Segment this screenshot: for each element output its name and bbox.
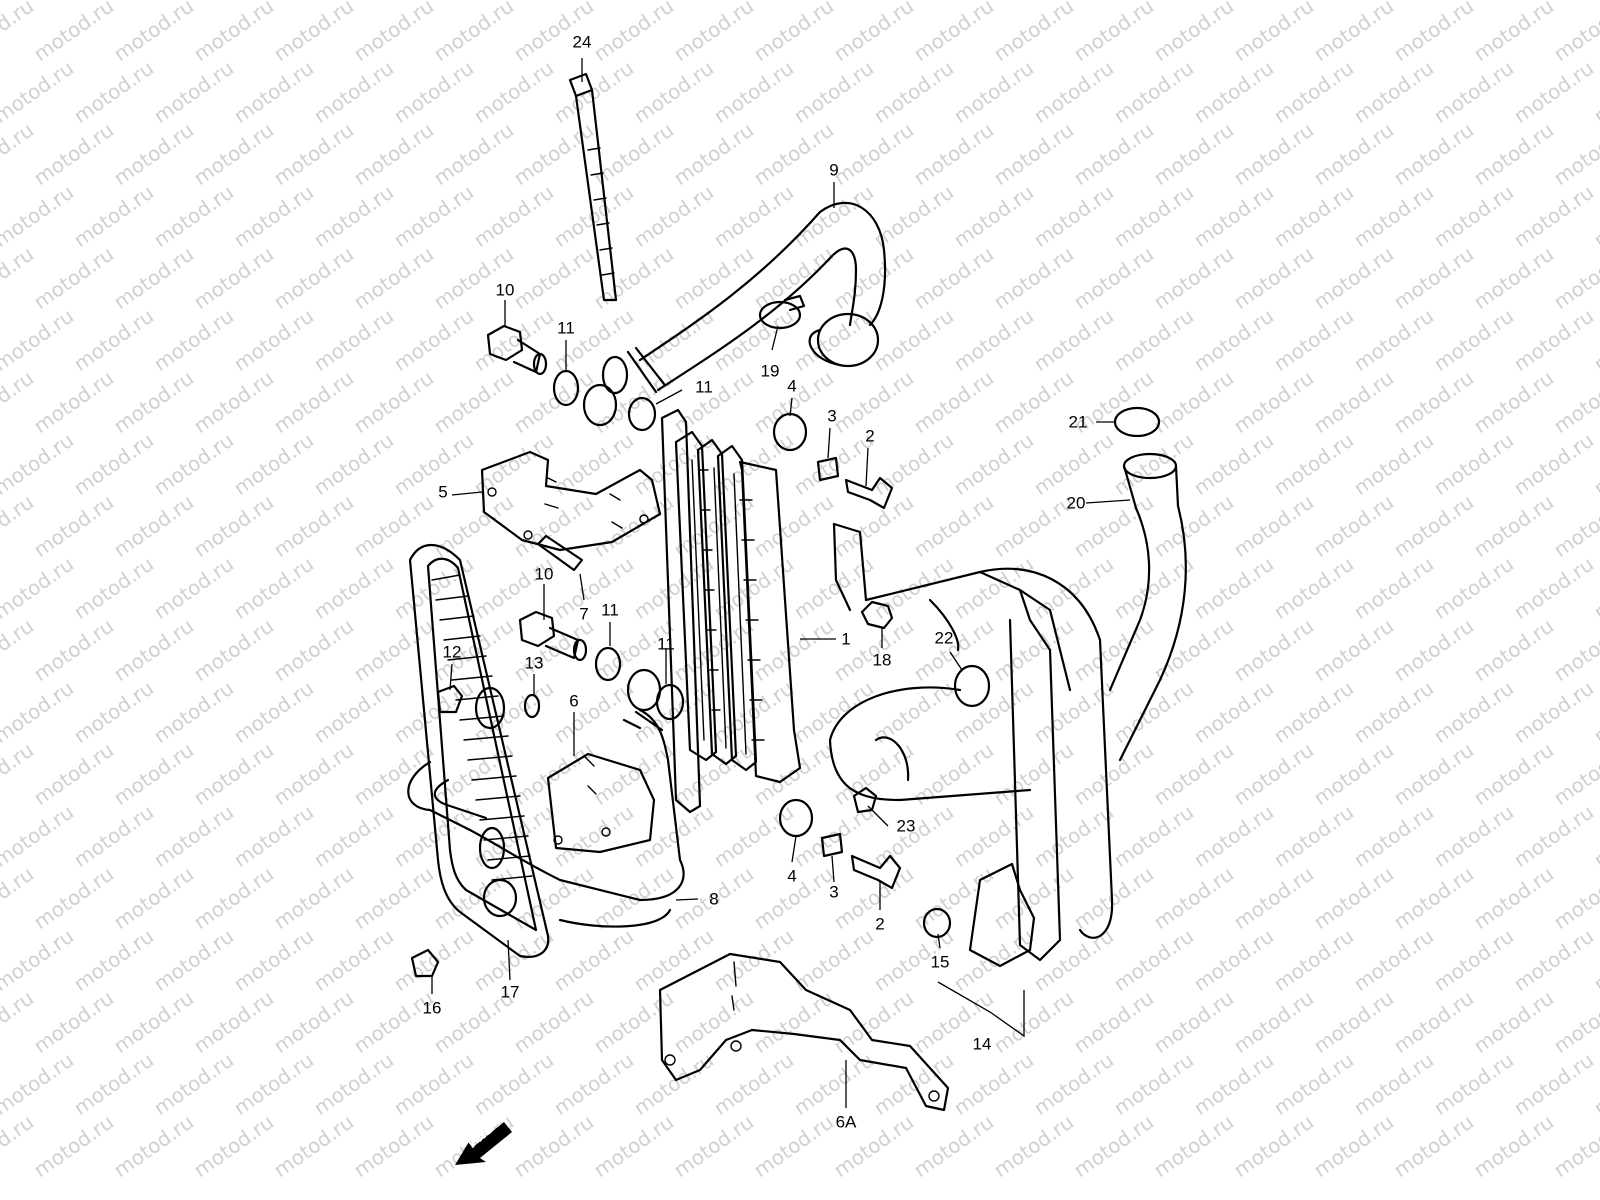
callout-21: 21 [1068, 412, 1088, 432]
leader-lines [431, 58, 1131, 1108]
part-frame-pipe [832, 522, 1114, 962]
arrow-left-down-icon [455, 1122, 512, 1165]
part-bracket-upper [480, 450, 662, 552]
callout-5: 5 [438, 482, 448, 502]
callout-12: 12 [442, 642, 462, 662]
callout-9: 9 [829, 160, 839, 180]
part-grommet-15 [922, 907, 952, 939]
part-screw [536, 534, 584, 572]
part-banjo-lower [626, 668, 662, 712]
callout-11-lower-b: 11 [657, 634, 675, 654]
callout-19: 19 [760, 361, 780, 381]
callout-24: 24 [572, 32, 592, 52]
part-bracket-6a [658, 952, 950, 1112]
part-bolt-12 [436, 684, 464, 714]
part-union-bolt-upper [486, 324, 548, 376]
callout-15: 15 [930, 952, 950, 972]
part-cooler-guard [408, 544, 550, 958]
callout-14: 14 [972, 1034, 992, 1054]
callout-2-lower: 2 [875, 914, 885, 934]
part-hose-clamp [758, 294, 806, 330]
part-o-ring [1113, 406, 1161, 438]
callout-3-upper: 3 [827, 406, 837, 426]
part-banjo-upper [582, 383, 618, 427]
callout-2-upper: 2 [865, 426, 875, 446]
part-outlet-pipe [1108, 452, 1187, 762]
callout-6: 6 [569, 691, 579, 711]
callout-16: 16 [422, 998, 442, 1018]
part-upper-oil-hose [601, 201, 887, 395]
callout-7: 7 [579, 604, 589, 624]
callout-23: 23 [896, 816, 916, 836]
callout-11-upper-b: 11 [695, 377, 713, 397]
callout-17: 17 [500, 982, 520, 1002]
callout-4-upper: 4 [787, 376, 797, 396]
part-cable-tie [568, 72, 618, 302]
part-bolt-23 [852, 786, 878, 814]
part-washer-lower-a [594, 646, 622, 682]
callout-22: 22 [934, 628, 954, 648]
part-bolt-18 [860, 600, 894, 630]
part-lower-oil-hose [407, 708, 685, 928]
callout-10-upper: 10 [495, 280, 515, 300]
part-grommet [953, 664, 991, 708]
callout-1: 1 [841, 629, 851, 649]
callout-13: 13 [524, 653, 544, 673]
callout-3-lower: 3 [829, 882, 839, 902]
part-washer-13 [523, 693, 541, 719]
part-oil-cooler [660, 408, 802, 814]
part-bolt-16 [410, 948, 440, 978]
callout-11-lower-a: 11 [601, 600, 619, 620]
part-washer-upper-a [552, 369, 580, 407]
part-mount-lower [778, 798, 902, 890]
callout-20: 20 [1066, 493, 1086, 513]
callout-10-lower: 10 [534, 564, 554, 584]
part-washer-upper-b [627, 396, 657, 432]
callout-18: 18 [872, 650, 892, 670]
part-bracket-6 [546, 752, 656, 854]
callout-8: 8 [709, 889, 719, 909]
callout-4-lower: 4 [787, 866, 797, 886]
part-frame-bracket [968, 862, 1036, 968]
callout-6a: 6A [835, 1112, 857, 1132]
part-union-bolt-lower [518, 610, 588, 662]
part-lower-pipe [828, 686, 1032, 802]
callout-11-upper-a: 11 [557, 318, 575, 338]
